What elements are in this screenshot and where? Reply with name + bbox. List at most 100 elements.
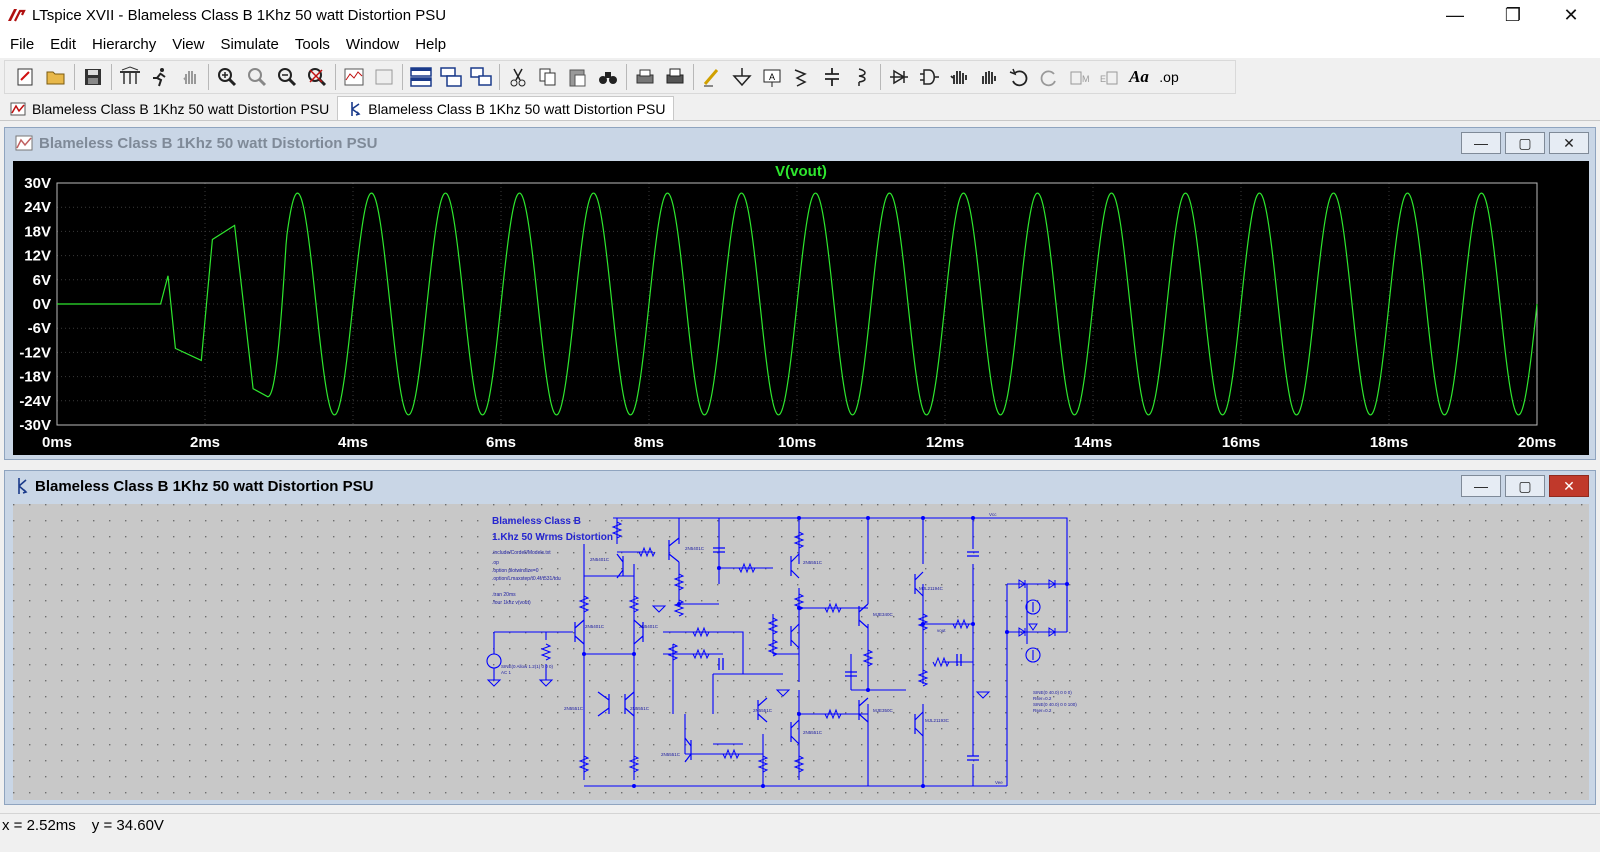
maximize-button[interactable]: ❐: [1504, 4, 1522, 25]
control-panel-icon[interactable]: [115, 62, 145, 92]
capacitor-symbols: [713, 547, 979, 761]
resistor-icon[interactable]: [787, 62, 817, 92]
label-q14: MJL21194C: [919, 586, 944, 591]
open-icon[interactable]: [41, 62, 71, 92]
diode-symbols: [1018, 579, 1056, 637]
zoom-area-icon[interactable]: [242, 62, 272, 92]
junction-dots: [582, 516, 1069, 788]
menu-edit[interactable]: Edit: [50, 35, 77, 53]
diode-icon[interactable]: [884, 62, 914, 92]
zoom-cancel-icon[interactable]: [302, 62, 332, 92]
plot-close-button[interactable]: ✕: [1549, 132, 1589, 154]
print-icon[interactable]: [660, 62, 690, 92]
run-icon[interactable]: [145, 62, 175, 92]
label-vout: vout: [937, 628, 946, 633]
label-q13: 2N5551C: [661, 752, 681, 757]
schematic-canvas[interactable]: Blameless Class B 1.Khz 50 Wrms Distorti…: [13, 504, 1589, 800]
label-rser-1: Rser=0.2: [1033, 696, 1052, 701]
redo-icon[interactable]: [1034, 62, 1064, 92]
tile-vertical-icon[interactable]: [436, 62, 466, 92]
menu-view[interactable]: View: [172, 35, 205, 53]
x-tick-label: 16ms: [1222, 434, 1260, 451]
autorange-icon[interactable]: [339, 62, 369, 92]
schematic-window: Blameless Class B 1Khz 50 watt Distortio…: [4, 470, 1596, 805]
undo-icon[interactable]: [1004, 62, 1034, 92]
window-title: LTspice XVII - Blameless Class B 1Khz 50…: [32, 6, 447, 24]
menu-file[interactable]: File: [10, 35, 35, 53]
schematic-maximize-button[interactable]: ▢: [1505, 475, 1545, 497]
zoom-in-icon[interactable]: [212, 62, 242, 92]
tab-schematic-label: Blameless Class B 1Khz 50 watt Distortio…: [368, 100, 666, 117]
y-tick-label: 30V: [24, 175, 51, 192]
toolbar-separator: [693, 64, 694, 90]
schematic-minimize-button[interactable]: —: [1461, 475, 1501, 497]
label-q3: 2N5401C: [590, 557, 610, 562]
label-net-icon[interactable]: A: [757, 62, 787, 92]
zoom-out-icon[interactable]: [272, 62, 302, 92]
tab-waveform[interactable]: Blameless Class B 1Khz 50 watt Distortio…: [0, 98, 338, 120]
tab-waveform-label: Blameless Class B 1Khz 50 watt Distortio…: [32, 101, 330, 117]
x-tick-label: 0ms: [42, 434, 72, 451]
schematic-close-button[interactable]: ✕: [1549, 475, 1589, 497]
cut-icon[interactable]: [503, 62, 533, 92]
spice-directive-6[interactable]: .four 1khz v(vout): [492, 600, 531, 606]
mark-unref-icon[interactable]: [369, 62, 399, 92]
menu-tools[interactable]: Tools: [294, 35, 330, 53]
x-tick-label: 10ms: [778, 434, 816, 451]
y-tick-label: -6V: [28, 320, 51, 337]
new-schematic-icon[interactable]: [11, 62, 41, 92]
plot-trace-title[interactable]: V(vout): [775, 163, 827, 180]
spice-directive-5[interactable]: .tran 20ms: [492, 592, 516, 598]
y-tick-label: -24V: [19, 393, 51, 410]
spice-directive-icon[interactable]: .op: [1154, 62, 1184, 92]
schematic-title-2: 1.Khz 50 Wrms Distortion: [492, 532, 613, 543]
plot-window: Blameless Class B 1Khz 50 watt Distortio…: [4, 127, 1596, 460]
rotate-icon[interactable]: M: [1064, 62, 1094, 92]
draw-wire-icon[interactable]: [697, 62, 727, 92]
schematic-window-titlebar[interactable]: Blameless Class B 1Khz 50 watt Distortio…: [5, 471, 1595, 501]
inductor-icon[interactable]: [847, 62, 877, 92]
copy-icon[interactable]: [533, 62, 563, 92]
spice-directive-2[interactable]: .op: [492, 560, 499, 566]
tile-horizontal-icon[interactable]: [406, 62, 436, 92]
minimize-button[interactable]: —: [1446, 4, 1464, 25]
capacitor-icon[interactable]: [817, 62, 847, 92]
print-setup-icon[interactable]: [630, 62, 660, 92]
schematic-window-title: Blameless Class B 1Khz 50 watt Distortio…: [35, 477, 374, 495]
cascade-icon[interactable]: [466, 62, 496, 92]
tab-schematic[interactable]: Blameless Class B 1Khz 50 watt Distortio…: [337, 96, 675, 120]
op-icon-label: .op: [1159, 69, 1179, 85]
move-icon[interactable]: [944, 62, 974, 92]
spice-directive-1[interactable]: .include/Cordell/Models.txt: [492, 550, 551, 556]
svg-text:A: A: [769, 72, 775, 82]
save-icon[interactable]: [78, 62, 108, 92]
toolbar-separator: [208, 64, 209, 90]
close-button[interactable]: ✕: [1563, 4, 1579, 25]
paste-icon[interactable]: [563, 62, 593, 92]
menu-window[interactable]: Window: [345, 35, 400, 53]
plot-maximize-button[interactable]: ▢: [1505, 132, 1545, 154]
schematic-drawing[interactable]: Blameless Class B 1.Khz 50 Wrms Distorti…: [13, 504, 1589, 800]
cursor-y-readout: y = 34.60V: [91, 817, 164, 834]
plot-minimize-button[interactable]: —: [1461, 132, 1501, 154]
ground-icon[interactable]: [727, 62, 757, 92]
find-icon[interactable]: [593, 62, 623, 92]
label-q7: 2N5551C: [753, 708, 773, 713]
text-icon[interactable]: Aa: [1124, 62, 1154, 92]
spice-directive-3[interactable]: .option plotwinsize=0: [492, 568, 539, 574]
spice-directive-4[interactable]: .option/Lmaxstep/t0.4f/t531/tdu: [492, 576, 561, 582]
plot-window-titlebar[interactable]: Blameless Class B 1Khz 50 watt Distortio…: [5, 128, 1595, 158]
drag-icon[interactable]: [974, 62, 1004, 92]
halt-icon[interactable]: [175, 62, 205, 92]
menu-help[interactable]: Help: [415, 35, 447, 53]
menu-hierarchy[interactable]: Hierarchy: [92, 35, 157, 53]
component-icon[interactable]: [914, 62, 944, 92]
menu-simulate[interactable]: Simulate: [220, 35, 279, 53]
label-vin-source: SINE(0 Allow 1.2(1) 0 0 0): [501, 664, 554, 669]
mirror-icon[interactable]: E: [1094, 62, 1124, 92]
schematic-icon: [348, 101, 362, 117]
toolbar-separator: [880, 64, 881, 90]
